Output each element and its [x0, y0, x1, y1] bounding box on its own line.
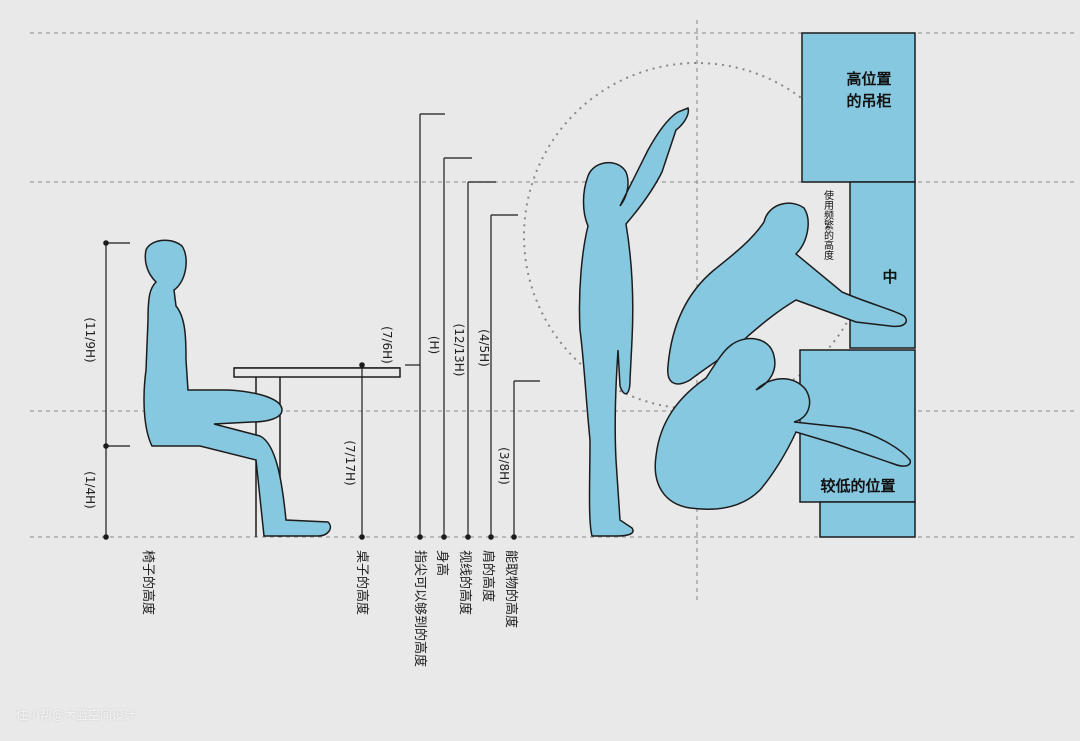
dim-dot: [511, 534, 517, 540]
caption-table-height: 桌子的高度: [354, 550, 370, 615]
reference-lines: [30, 20, 1075, 600]
upper-cabinet: [801, 32, 916, 183]
cabinet-labels: 高位置 的吊柜 使用频繁的高度 中 较低的位置: [820, 70, 897, 495]
table-top-board: [233, 367, 401, 378]
caption-grab-height: 能取物的高度: [503, 550, 519, 628]
dim-dot: [103, 534, 109, 540]
dim-dot: [488, 534, 494, 540]
watermark: 住小帮@木蓝空间设计: [16, 708, 137, 722]
seated-figure: [143, 239, 401, 537]
dim-label-4-5: (4/5H): [477, 329, 491, 367]
dim-dot: [359, 362, 365, 368]
dimension-lines: [103, 113, 540, 540]
cabinet-lower-label: 较低的位置: [820, 477, 895, 495]
dim-dot: [103, 443, 109, 449]
caption-shoulder-height: 肩的高度: [480, 550, 496, 602]
cabinet-base: [819, 501, 916, 538]
standing-person: [578, 107, 690, 537]
dim-label-3-8: (3/8H): [497, 447, 511, 485]
dim-dot: [441, 534, 447, 540]
dim-label-12-13: (12/13H): [452, 324, 466, 377]
reaching-person: [667, 202, 908, 385]
caption-fingertip-reach: 指尖可以够到的高度: [412, 550, 428, 667]
cabinet-upper-label-line1: 高位置: [846, 70, 891, 88]
dim-label-7-17: (7/17H): [343, 440, 357, 485]
dim-label-11-9: (11/9H): [83, 317, 97, 362]
dimension-labels: (11/9H) (1/4H) (7/6H) (H) (12/13H) (4/5H…: [83, 317, 511, 509]
seated-person: [143, 239, 332, 537]
cabinet: [799, 32, 916, 538]
cabinet-upper-label-line2: 的吊柜: [846, 92, 891, 110]
dim-label-h: (H): [427, 336, 441, 354]
caption-chair-height: 椅子的高度: [140, 550, 156, 615]
dim-dot: [103, 240, 109, 246]
captions: 椅子的高度 桌子的高度 指尖可以够到的高度 身高 视线的高度 肩的高度 能取物的…: [140, 550, 519, 667]
caption-body-height: 身高: [434, 550, 450, 576]
dim-label-7-6: (7/6H): [380, 326, 394, 364]
crouching-person: [654, 337, 912, 510]
caption-eye-height: 视线的高度: [457, 550, 473, 615]
frequent-use-label: 使用频繁的高度: [822, 189, 834, 261]
dim-label-1-4: (1/4H): [83, 471, 97, 509]
dim-dot: [465, 534, 471, 540]
dim-dot: [417, 534, 423, 540]
dim-dot: [359, 534, 365, 540]
cabinet-middle-label: 中: [882, 268, 897, 286]
